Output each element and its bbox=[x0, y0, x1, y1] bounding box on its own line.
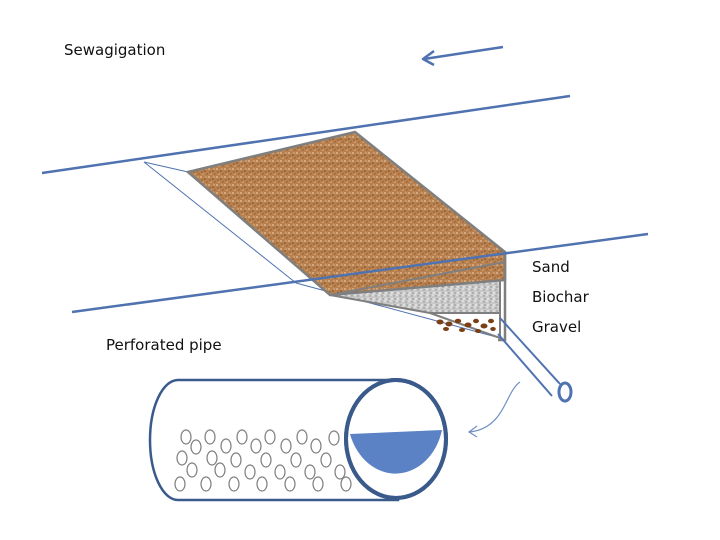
lower-guide-line bbox=[71, 232, 649, 314]
upper-guide-line bbox=[41, 94, 571, 175]
gravel-pebbles bbox=[436, 318, 496, 333]
pipe-perforations bbox=[174, 429, 352, 492]
layer-label-gravel: Gravel bbox=[532, 318, 582, 336]
outlet-pipe bbox=[497, 317, 573, 403]
layer-label-biochar: Biochar bbox=[532, 288, 589, 306]
perforated-pipe-label: Perforated pipe bbox=[106, 336, 222, 354]
trench-outline bbox=[498, 252, 507, 342]
arrow-left-icon bbox=[421, 45, 504, 67]
layer-label-sand: Sand bbox=[532, 258, 570, 276]
curved-arrow-icon bbox=[467, 381, 521, 438]
perforated-pipe bbox=[148, 378, 448, 502]
pipe-water bbox=[350, 430, 442, 474]
diagram-title: Sewagigation bbox=[64, 41, 166, 59]
